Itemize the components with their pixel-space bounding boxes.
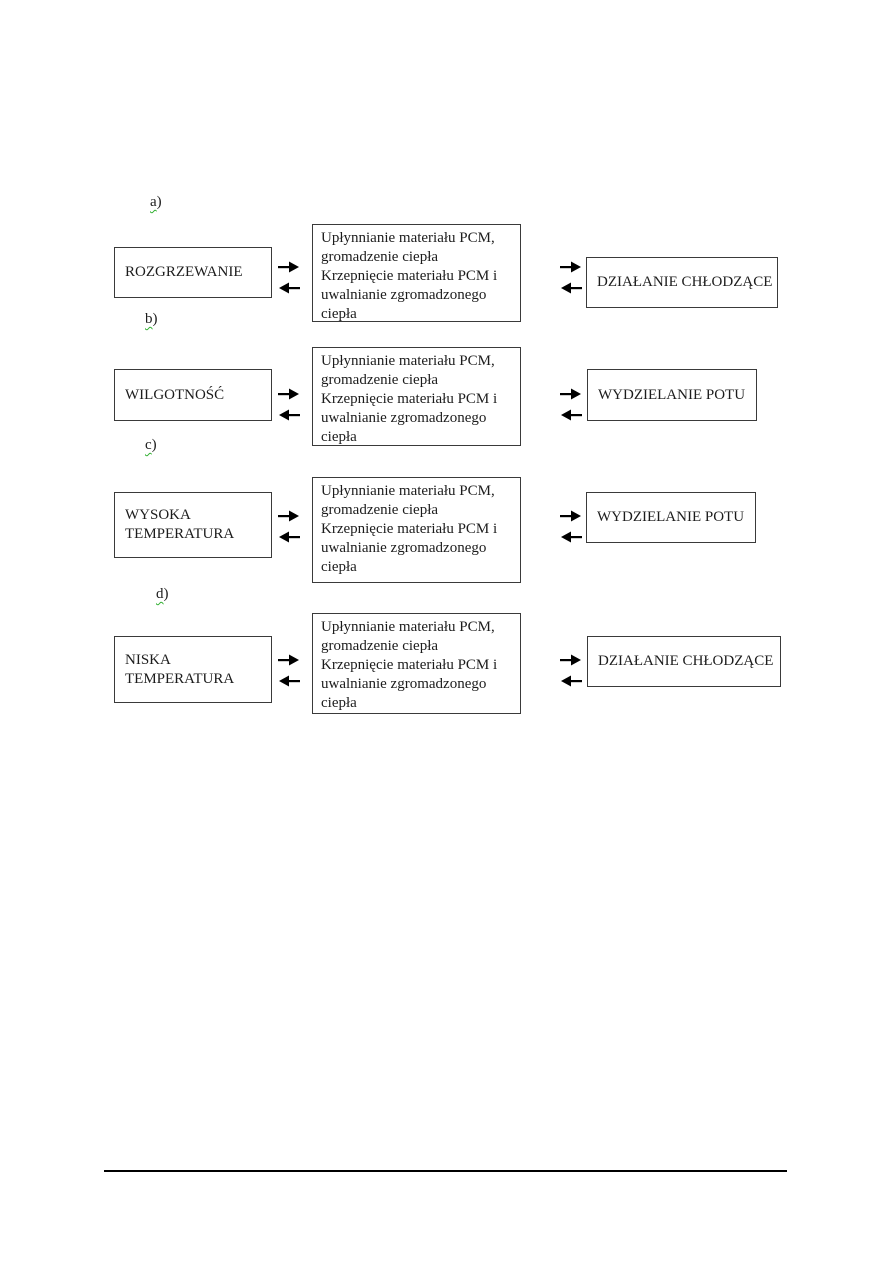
box-pcm-process-b: Upłynnianie materiału PCM, gromadzenie c… xyxy=(312,347,521,446)
row-label-d-paren: ) xyxy=(163,586,169,602)
row-label-c: c) xyxy=(145,437,157,454)
bidirectional-arrows-d-right xyxy=(560,654,582,687)
arrow-left-icon xyxy=(561,409,582,421)
bidirectional-arrows-b-right xyxy=(560,388,582,421)
row-label-b-letter: b xyxy=(145,311,153,327)
arrow-right-icon xyxy=(560,510,581,522)
bidirectional-arrows-c-right xyxy=(560,510,582,543)
bidirectional-arrows-d-left xyxy=(278,654,300,687)
arrow-left-icon xyxy=(561,675,582,687)
bidirectional-arrows-a-left xyxy=(278,261,300,294)
arrow-left-icon xyxy=(279,675,300,687)
arrow-left-icon xyxy=(279,531,300,543)
arrow-left-icon xyxy=(561,531,582,543)
box-dzialanie-chlodzace-a: DZIAŁANIE CHŁODZĄCE xyxy=(586,257,778,308)
row-label-a: a) xyxy=(150,194,162,211)
box-pcm-process-c: Upłynnianie materiału PCM, gromadzenie c… xyxy=(312,477,521,583)
row-label-d: d) xyxy=(156,586,169,603)
arrow-left-icon xyxy=(279,409,300,421)
arrow-right-icon xyxy=(278,654,299,666)
box-wydzielanie-potu-b: WYDZIELANIE POTU xyxy=(587,369,757,421)
arrow-right-icon xyxy=(560,261,581,273)
row-label-d-letter: d xyxy=(156,586,164,602)
row-label-c-paren: ) xyxy=(151,437,157,453)
row-label-b-paren: ) xyxy=(152,311,158,327)
box-rozgrzewanie: ROZGRZEWANIE xyxy=(114,247,272,298)
arrow-right-icon xyxy=(560,654,581,666)
box-wydzielanie-potu-c: WYDZIELANIE POTU xyxy=(586,492,756,543)
arrow-right-icon xyxy=(560,388,581,400)
row-label-a-letter: a xyxy=(150,194,157,210)
bidirectional-arrows-b-left xyxy=(278,388,300,421)
footer-separator-line xyxy=(104,1170,787,1172)
box-niska-temperatura: NISKA TEMPERATURA xyxy=(114,636,272,703)
box-wilgotnosc: WILGOTNOŚĆ xyxy=(114,369,272,421)
row-label-a-paren: ) xyxy=(156,194,162,210)
arrow-right-icon xyxy=(278,388,299,400)
row-label-c-letter: c xyxy=(145,437,152,453)
box-pcm-process-a: Upłynnianie materiału PCM, gromadzenie c… xyxy=(312,224,521,322)
box-pcm-process-d: Upłynnianie materiału PCM, gromadzenie c… xyxy=(312,613,521,714)
row-label-b: b) xyxy=(145,311,158,328)
box-dzialanie-chlodzace-d: DZIAŁANIE CHŁODZĄCE xyxy=(587,636,781,687)
arrow-left-icon xyxy=(561,282,582,294)
bidirectional-arrows-c-left xyxy=(278,510,300,543)
box-wysoka-temperatura: WYSOKA TEMPERATURA xyxy=(114,492,272,558)
arrow-right-icon xyxy=(278,510,299,522)
arrow-right-icon xyxy=(278,261,299,273)
bidirectional-arrows-a-right xyxy=(560,261,582,294)
arrow-left-icon xyxy=(279,282,300,294)
